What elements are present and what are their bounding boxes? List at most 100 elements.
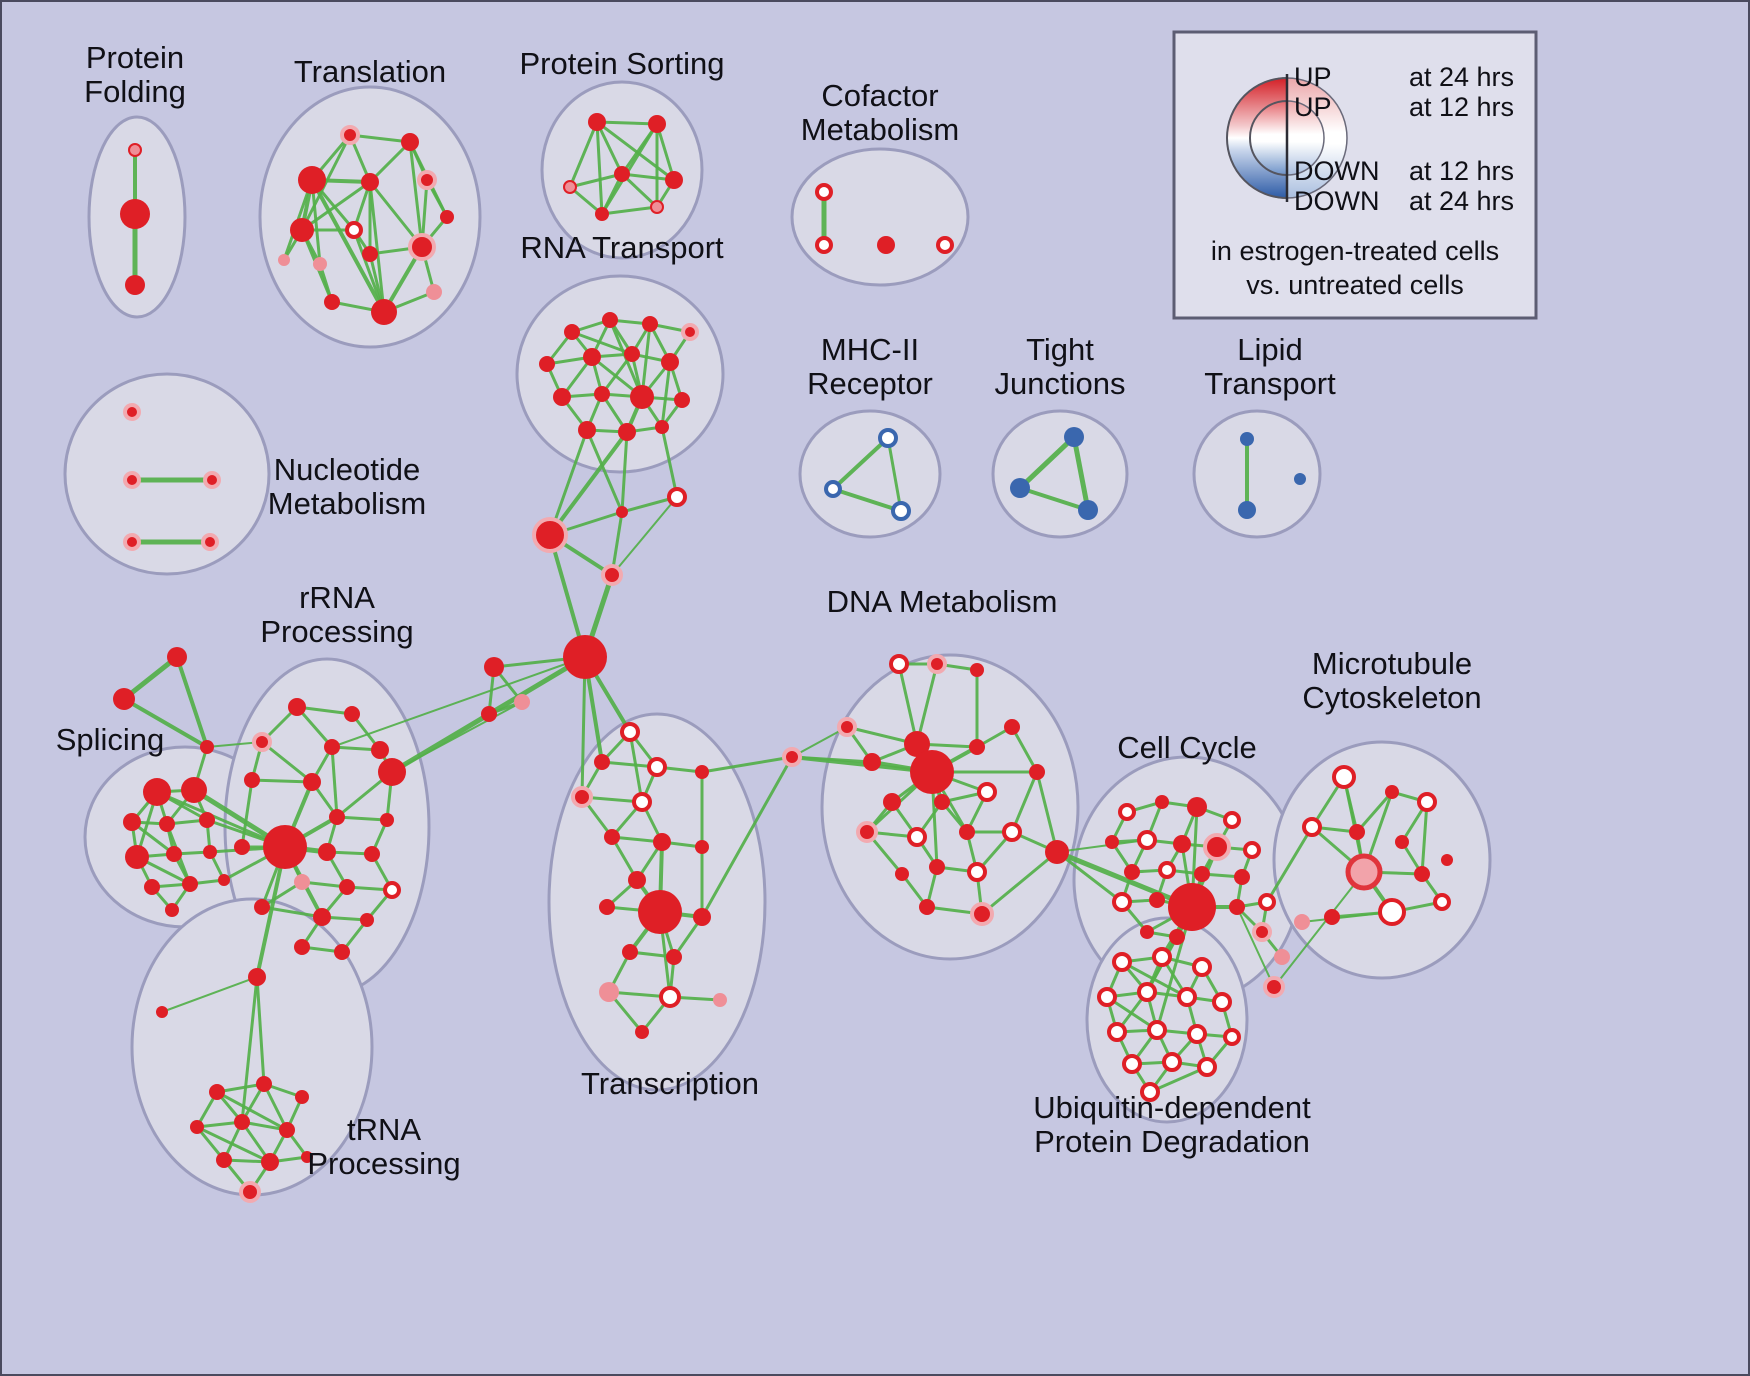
node-red [665, 171, 683, 189]
node-red [1441, 854, 1453, 866]
edge [352, 228, 386, 314]
node-ring [383, 881, 401, 899]
node-red [1105, 835, 1119, 849]
node-pink [1274, 949, 1290, 965]
node-red [218, 874, 230, 886]
node-red [301, 1151, 313, 1163]
node-red [156, 1006, 168, 1018]
node-red [371, 741, 389, 759]
node-pinkring [1203, 833, 1231, 861]
edge [1054, 849, 1195, 910]
legend-up-24-direction: UP [1294, 62, 1332, 92]
edge [1055, 850, 1124, 904]
node-pinkdot [650, 200, 664, 214]
node-bluering [891, 501, 911, 521]
node-red [635, 1025, 649, 1039]
node-ring [1147, 1020, 1167, 1040]
node-red [318, 843, 336, 861]
legend-box [1172, 30, 1538, 320]
node-ring [647, 757, 667, 777]
legend-down-12-direction: DOWN [1294, 156, 1379, 186]
edge [548, 430, 629, 537]
edge [1035, 770, 1059, 854]
cluster-ellipse-nucleotide-metabolism [63, 372, 271, 576]
node-red [661, 353, 679, 371]
node-ring [936, 236, 954, 254]
node-red [380, 813, 394, 827]
node-red [595, 207, 609, 221]
node-red [324, 739, 340, 755]
edge [611, 496, 678, 576]
node-red [295, 1090, 309, 1104]
node-ring [1302, 817, 1322, 837]
node-bluering [878, 428, 898, 448]
node-pink [1294, 914, 1310, 930]
node-red [564, 324, 580, 340]
legend-caption-line2: vs. untreated cells [1246, 270, 1464, 300]
node-red [1004, 719, 1020, 735]
node-red [167, 647, 187, 667]
node-red [624, 346, 640, 362]
node-ring [977, 782, 997, 802]
node-ring [1162, 1052, 1182, 1072]
node-red [1124, 864, 1140, 880]
node-red [959, 824, 975, 840]
node-red [481, 706, 497, 722]
edge [791, 726, 848, 758]
node-ring [1192, 957, 1212, 977]
node-red [294, 939, 310, 955]
edge [310, 178, 386, 314]
edge [600, 205, 659, 216]
cluster-label-cell-cycle: Cell Cycle [1117, 730, 1257, 765]
node-pinkring [340, 125, 360, 145]
node-red [1173, 835, 1191, 853]
edge [915, 662, 939, 746]
node-ring [1152, 947, 1172, 967]
edge [1148, 1065, 1209, 1094]
edge [595, 120, 659, 126]
edge [1420, 800, 1429, 876]
node-red [1385, 785, 1399, 799]
node-pink [313, 257, 327, 271]
cluster-label-splicing: Splicing [56, 722, 165, 757]
node-red [234, 1114, 250, 1130]
node-red [263, 825, 307, 869]
legend-up-12-time: at 12 hrs [1409, 92, 1514, 122]
node-red [364, 846, 380, 862]
edge [195, 1125, 272, 1164]
edge [348, 133, 412, 144]
edge [568, 172, 624, 189]
node-red [578, 421, 596, 439]
node-red [248, 968, 266, 986]
node-red [113, 688, 135, 710]
node-red [622, 944, 638, 960]
edge [1273, 871, 1365, 988]
node-red [199, 812, 215, 828]
node-ring [1140, 1082, 1160, 1102]
node-blue [1064, 427, 1084, 447]
node-red [313, 908, 331, 926]
node-ring [1137, 830, 1157, 850]
edge [122, 697, 209, 749]
node-red [144, 879, 160, 895]
node-red [970, 663, 984, 677]
node-red [339, 879, 355, 895]
edge [580, 655, 587, 799]
node-red [279, 1122, 295, 1138]
node-ring [1223, 811, 1241, 829]
node-red [244, 772, 260, 788]
edge [595, 120, 604, 216]
node-red [484, 657, 504, 677]
network-nodes [113, 113, 1453, 1203]
node-blue [1238, 501, 1256, 519]
node-ring [1197, 1057, 1217, 1077]
node-bigpink [1345, 853, 1383, 891]
node-red [371, 299, 397, 325]
node-ring [815, 236, 833, 254]
node-red [602, 312, 618, 328]
node-red [216, 1152, 232, 1168]
node-red [599, 899, 615, 915]
edge [1010, 770, 1039, 834]
node-ring [1122, 1054, 1142, 1074]
edge [660, 425, 679, 499]
